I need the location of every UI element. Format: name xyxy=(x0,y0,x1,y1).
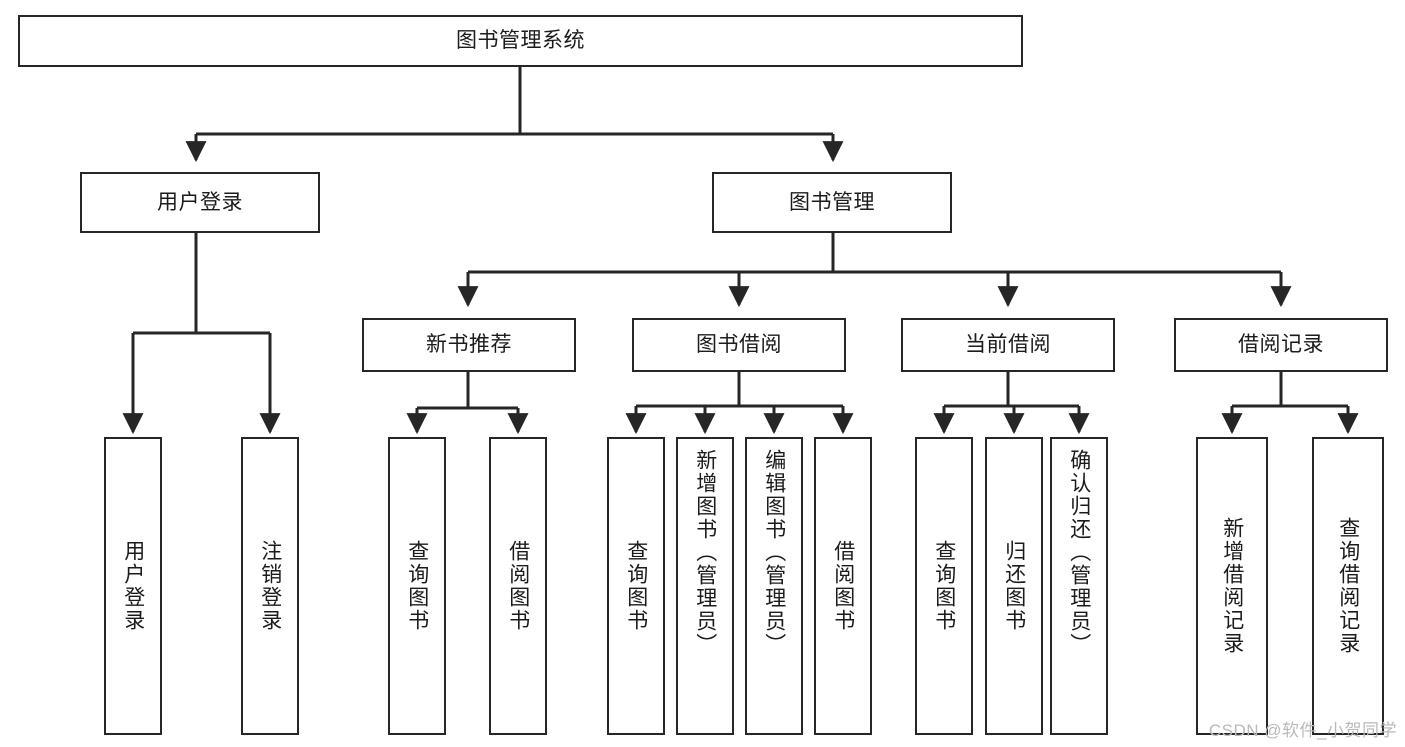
node-book-borrow[interactable]: 图书借阅 xyxy=(632,318,846,372)
leaf-confirm-return-admin-label: 确认归还（管理员） xyxy=(1067,449,1091,656)
leaf-user-login-label: 用户登录 xyxy=(121,540,145,632)
csdn-watermark: CSDN @软件_小贺同学 xyxy=(1208,721,1397,740)
node-user-login[interactable]: 用户登录 xyxy=(80,172,320,233)
leaf-borrow-book-1[interactable]: 借阅图书 xyxy=(489,437,547,735)
node-current-borrow-label: 当前借阅 xyxy=(965,333,1051,357)
leaf-edit-book-admin[interactable]: 编辑图书（管理员） xyxy=(745,437,803,735)
leaf-user-login[interactable]: 用户登录 xyxy=(104,437,162,735)
leaf-return-book[interactable]: 归还图书 xyxy=(985,437,1043,735)
leaf-query-book-1-label: 查询图书 xyxy=(405,540,429,632)
node-book-management-label: 图书管理 xyxy=(789,190,875,214)
leaf-edit-book-admin-label: 编辑图书（管理员） xyxy=(762,449,786,656)
node-borrow-record-label: 借阅记录 xyxy=(1238,333,1324,357)
leaf-logout-login[interactable]: 注销登录 xyxy=(241,437,299,735)
node-current-borrow[interactable]: 当前借阅 xyxy=(901,318,1115,372)
leaf-query-borrow-record[interactable]: 查询借阅记录 xyxy=(1312,437,1384,735)
leaf-query-book-1[interactable]: 查询图书 xyxy=(388,437,446,735)
leaf-add-borrow-record[interactable]: 新增借阅记录 xyxy=(1196,437,1268,735)
node-borrow-record[interactable]: 借阅记录 xyxy=(1174,318,1388,372)
leaf-query-borrow-record-label: 查询借阅记录 xyxy=(1336,517,1360,655)
leaf-logout-login-label: 注销登录 xyxy=(258,540,282,632)
node-root[interactable]: 图书管理系统 xyxy=(18,15,1023,67)
node-root-label: 图书管理系统 xyxy=(456,29,585,53)
leaf-add-book-admin-label: 新增图书（管理员） xyxy=(693,449,717,656)
node-user-login-label: 用户登录 xyxy=(157,190,243,214)
node-new-book-recommend-label: 新书推荐 xyxy=(426,333,512,357)
leaf-query-book-3-label: 查询图书 xyxy=(932,540,956,632)
node-new-book-recommend[interactable]: 新书推荐 xyxy=(362,318,576,372)
leaf-query-book-2-label: 查询图书 xyxy=(624,540,648,632)
node-book-management[interactable]: 图书管理 xyxy=(712,172,952,233)
node-book-borrow-label: 图书借阅 xyxy=(696,333,782,357)
leaf-query-book-2[interactable]: 查询图书 xyxy=(607,437,665,735)
leaf-confirm-return-admin[interactable]: 确认归还（管理员） xyxy=(1050,437,1108,735)
leaf-borrow-book-2[interactable]: 借阅图书 xyxy=(814,437,872,735)
leaf-add-borrow-record-label: 新增借阅记录 xyxy=(1220,517,1244,655)
leaf-return-book-label: 归还图书 xyxy=(1002,540,1026,632)
leaf-query-book-3[interactable]: 查询图书 xyxy=(915,437,973,735)
leaf-borrow-book-1-label: 借阅图书 xyxy=(506,540,530,632)
leaf-add-book-admin[interactable]: 新增图书（管理员） xyxy=(676,437,734,735)
leaf-borrow-book-2-label: 借阅图书 xyxy=(831,540,855,632)
